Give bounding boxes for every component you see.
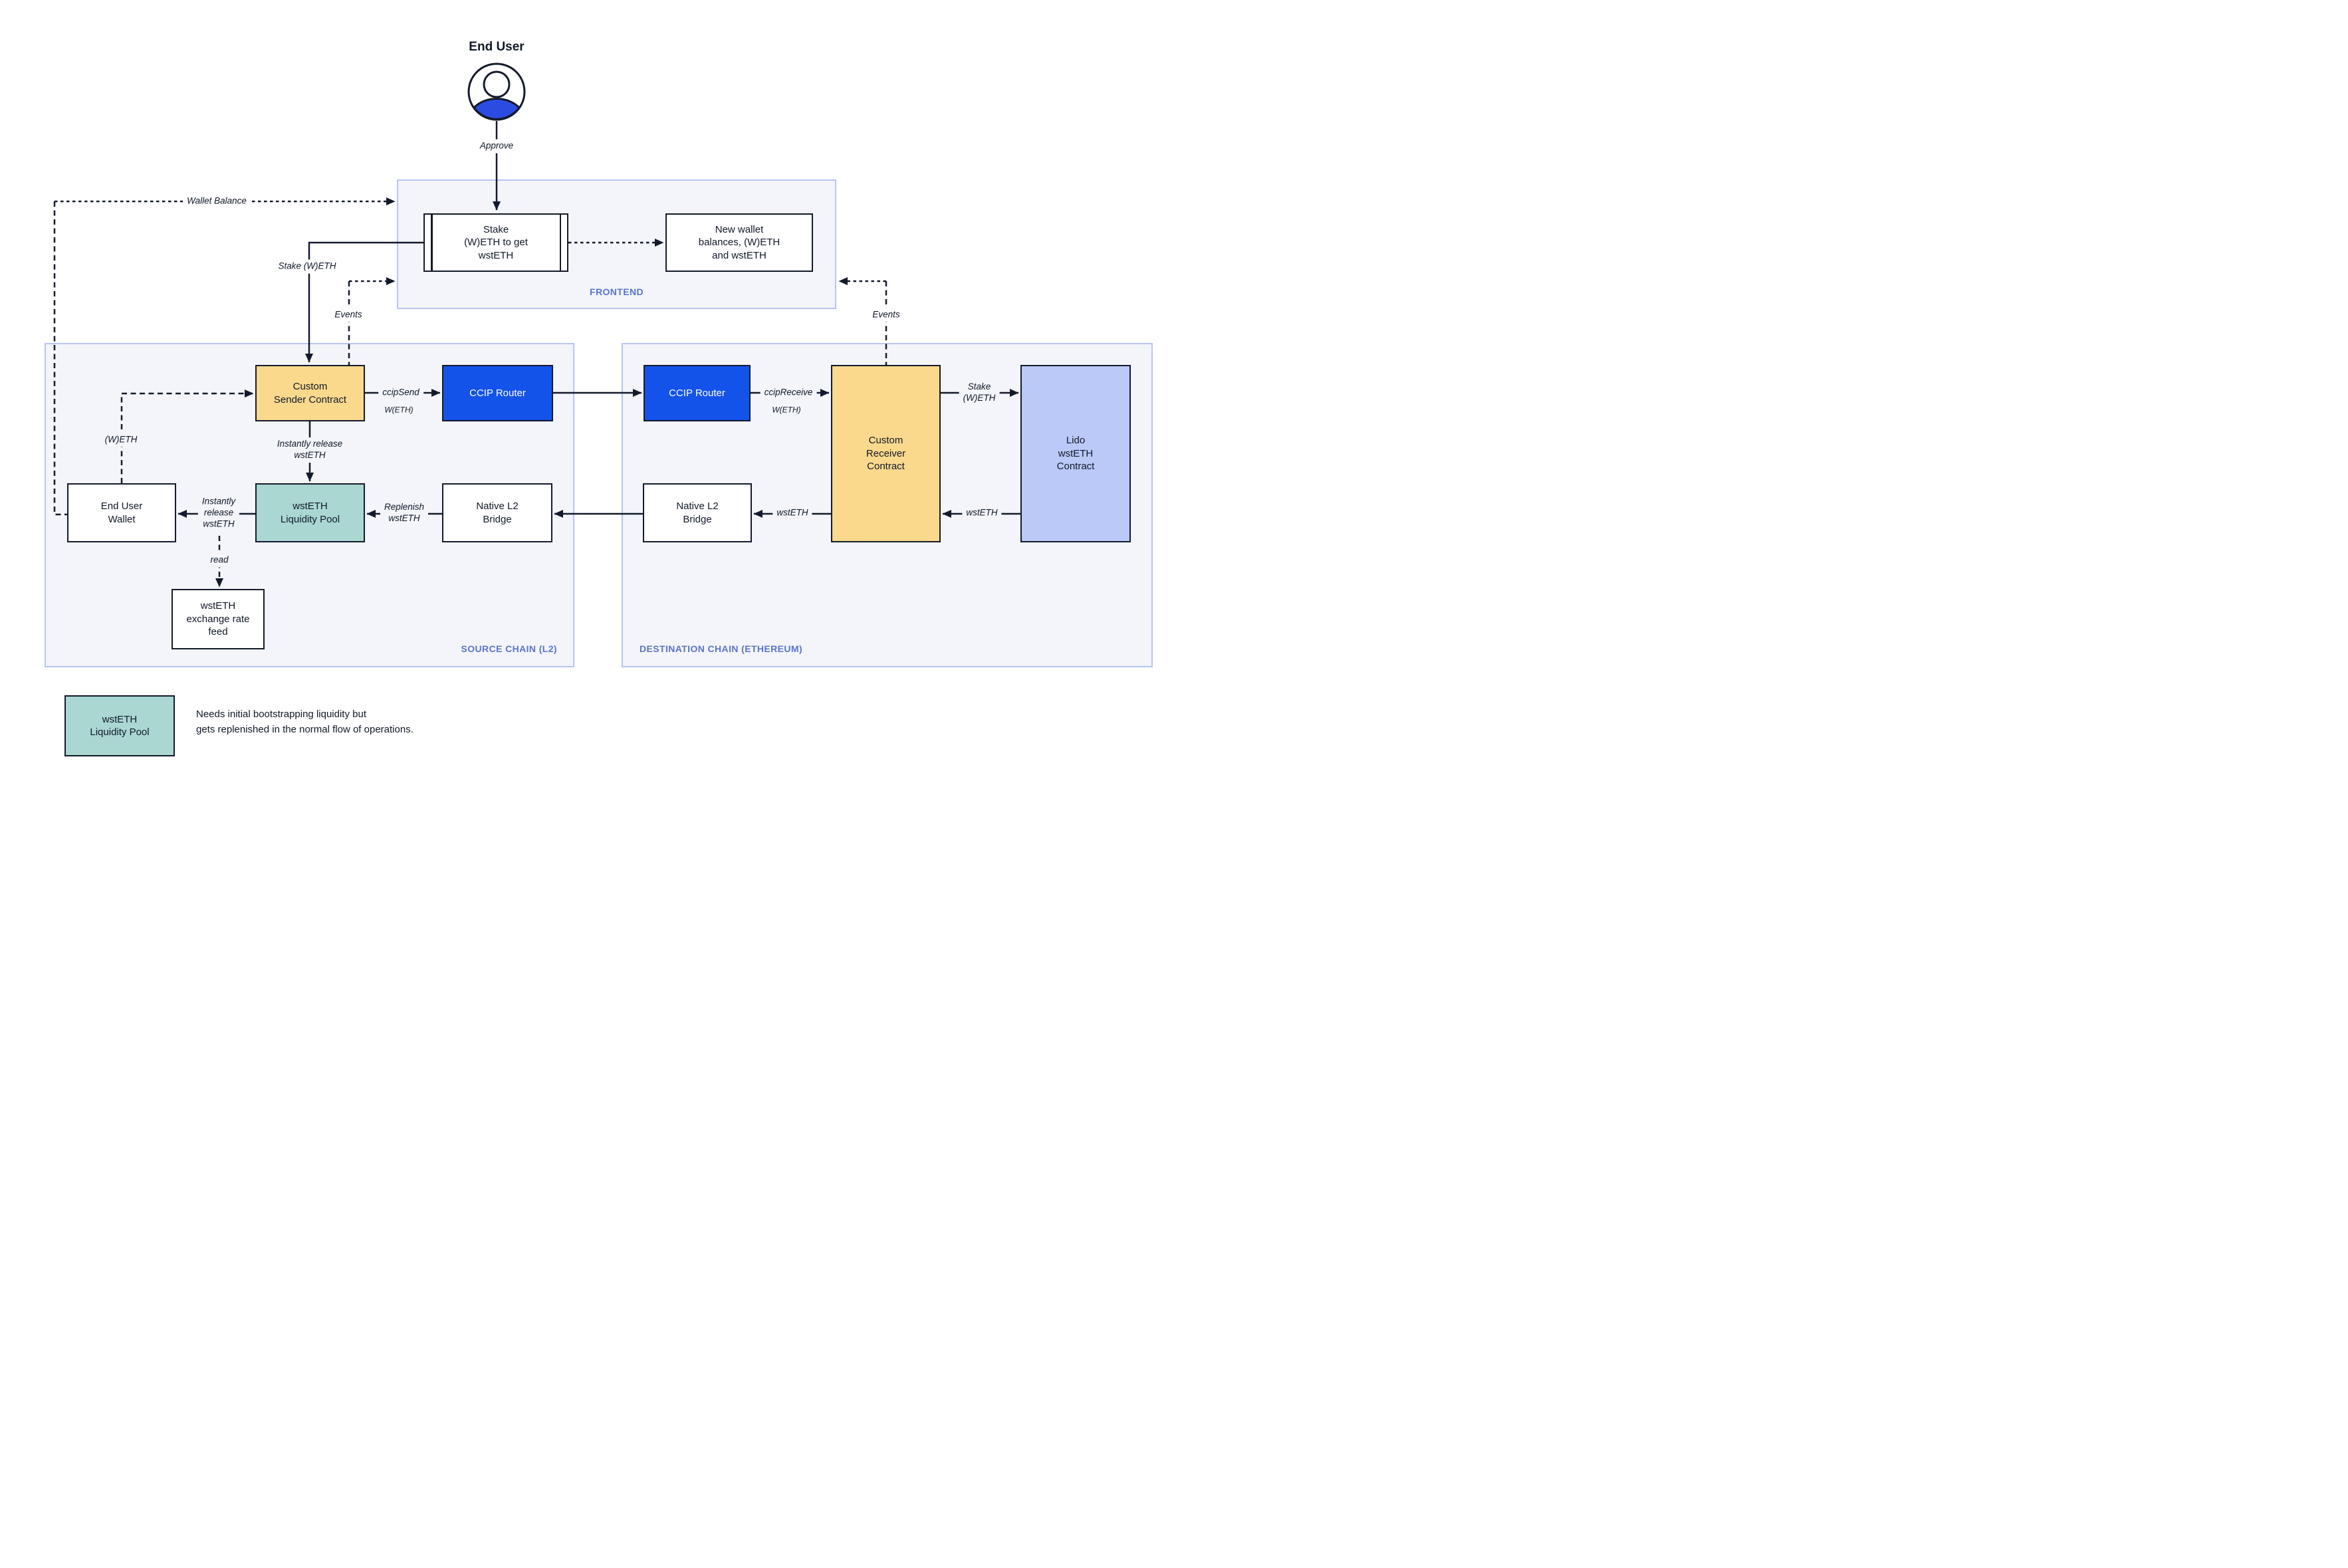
node-wsteth-exchange-rate-feed: wstETH exchange rate feed [172, 589, 265, 649]
legend-swatch-wsteth-liquidity-pool: wstETH Liquidity Pool [64, 695, 175, 756]
edge-label-ccipreceive-asset: W(ETH) [769, 405, 804, 415]
node-ccip-router-source: CCIP Router [442, 365, 553, 421]
node-native-l2-bridge-source: Native L2 Bridge [442, 483, 552, 542]
diagram-canvas: FRONTEND SOURCE CHAIN (L2) DESTINATION C… [0, 0, 1174, 784]
destination-chain-label: DESTINATION CHAIN (ETHEREUM) [640, 643, 803, 654]
edge-label-ccipreceive: ccipReceive [760, 386, 817, 400]
edge-label-wsteth-to-bridge: wstETH [772, 506, 812, 520]
frontend-label: FRONTEND [590, 286, 644, 297]
node-custom-sender-contract: Custom Sender Contract [255, 365, 365, 421]
edge-label-weth-return: (W)ETH [100, 433, 142, 447]
legend-note: Needs initial bootstrapping liquidity bu… [196, 709, 413, 735]
edge-label-wsteth-from-lido: wstETH [962, 506, 1002, 520]
person-icon [467, 62, 526, 121]
edge-label-instant-release-horizontal: Instantly release wstETH [197, 495, 240, 532]
edge-label-ccipsend: ccipSend [378, 386, 423, 400]
edge-label-wallet-balance: Wallet Balance [183, 194, 251, 209]
edge-label-stake-weth-destination: Stake (W)ETH [959, 380, 1000, 405]
node-ccip-router-destination: CCIP Router [644, 365, 751, 421]
edge-label-read: read [206, 553, 233, 568]
node-wsteth-liquidity-pool: wstETH Liquidity Pool [255, 483, 365, 542]
node-lido-wsteth-contract: Lido wstETH Contract [1020, 365, 1131, 542]
node-native-l2-bridge-destination: Native L2 Bridge [643, 483, 752, 542]
edge-label-ccipsend-asset: W(ETH) [382, 405, 416, 415]
edge-label-events-source: Events [330, 308, 366, 322]
source-chain-label: SOURCE CHAIN (L2) [461, 643, 557, 654]
edge-label-events-destination: Events [868, 308, 904, 322]
edge-label-approve: Approve [475, 139, 518, 154]
edge-label-stake-weth-source: Stake (W)ETH [274, 259, 340, 274]
node-end-user-wallet: End User Wallet [67, 483, 176, 542]
edge-label-replenish: Replenish wstETH [380, 501, 429, 526]
node-stake-widget: Stake (W)ETH to get wstETH [423, 213, 568, 272]
node-custom-receiver-contract: Custom Receiver Contract [831, 365, 941, 542]
node-new-wallet-balances: New wallet balances, (W)ETH and wstETH [665, 213, 813, 272]
end-user-title: End User [469, 40, 525, 54]
edge-label-instant-release-vertical: Instantly release wstETH [273, 437, 347, 463]
